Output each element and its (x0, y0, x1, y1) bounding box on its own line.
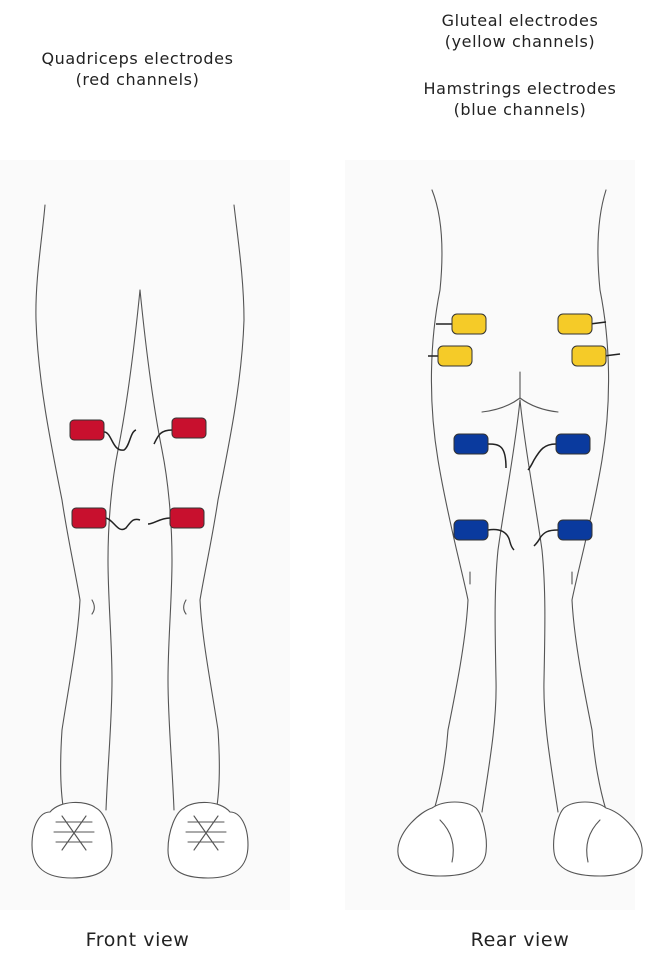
rear-right-leg-outline (572, 190, 609, 810)
rear-left-inner-outline (482, 400, 520, 812)
rear-left-leg-outline (431, 190, 468, 810)
rear-right-inner-outline (520, 400, 558, 812)
rear-legs-figure (398, 190, 642, 876)
gluteal-electrode-lower-left (438, 346, 472, 366)
front-view-caption: Front view (0, 930, 275, 951)
gluteal-electrode-lower-right (572, 346, 606, 366)
front-wire-3 (106, 518, 140, 529)
quadriceps-electrode-lower-right (170, 508, 204, 528)
rear-wire-8 (534, 530, 558, 546)
front-left-knee-mark (92, 600, 94, 614)
hamstrings-electrode-lower-right (558, 520, 592, 540)
front-right-leg-outline (200, 205, 244, 812)
quadriceps-electrode-upper-left (70, 420, 104, 440)
quadriceps-electrode-lower-left (72, 508, 106, 528)
front-wire-2 (154, 430, 172, 444)
front-right-shoe (168, 802, 248, 878)
rear-view-caption: Rear view (380, 930, 650, 951)
rear-wire-5 (488, 444, 506, 468)
front-legs-figure (32, 205, 248, 878)
front-left-inner-outline (106, 290, 140, 810)
hamstrings-electrode-upper-right (556, 434, 590, 454)
front-right-knee-mark (184, 600, 186, 614)
quadriceps-electrode-upper-right (172, 418, 206, 438)
front-left-shoe (32, 802, 112, 878)
rear-right-shoe (554, 802, 643, 876)
front-wire-4 (148, 518, 170, 524)
gluteal-electrode-upper-right (558, 314, 592, 334)
front-right-inner-outline (140, 290, 174, 810)
gluteal-electrode-upper-left (452, 314, 486, 334)
rear-wire-6 (528, 444, 556, 470)
hamstrings-electrode-lower-left (454, 520, 488, 540)
rear-left-shoe (398, 802, 487, 876)
hamstrings-electrode-upper-left (454, 434, 488, 454)
